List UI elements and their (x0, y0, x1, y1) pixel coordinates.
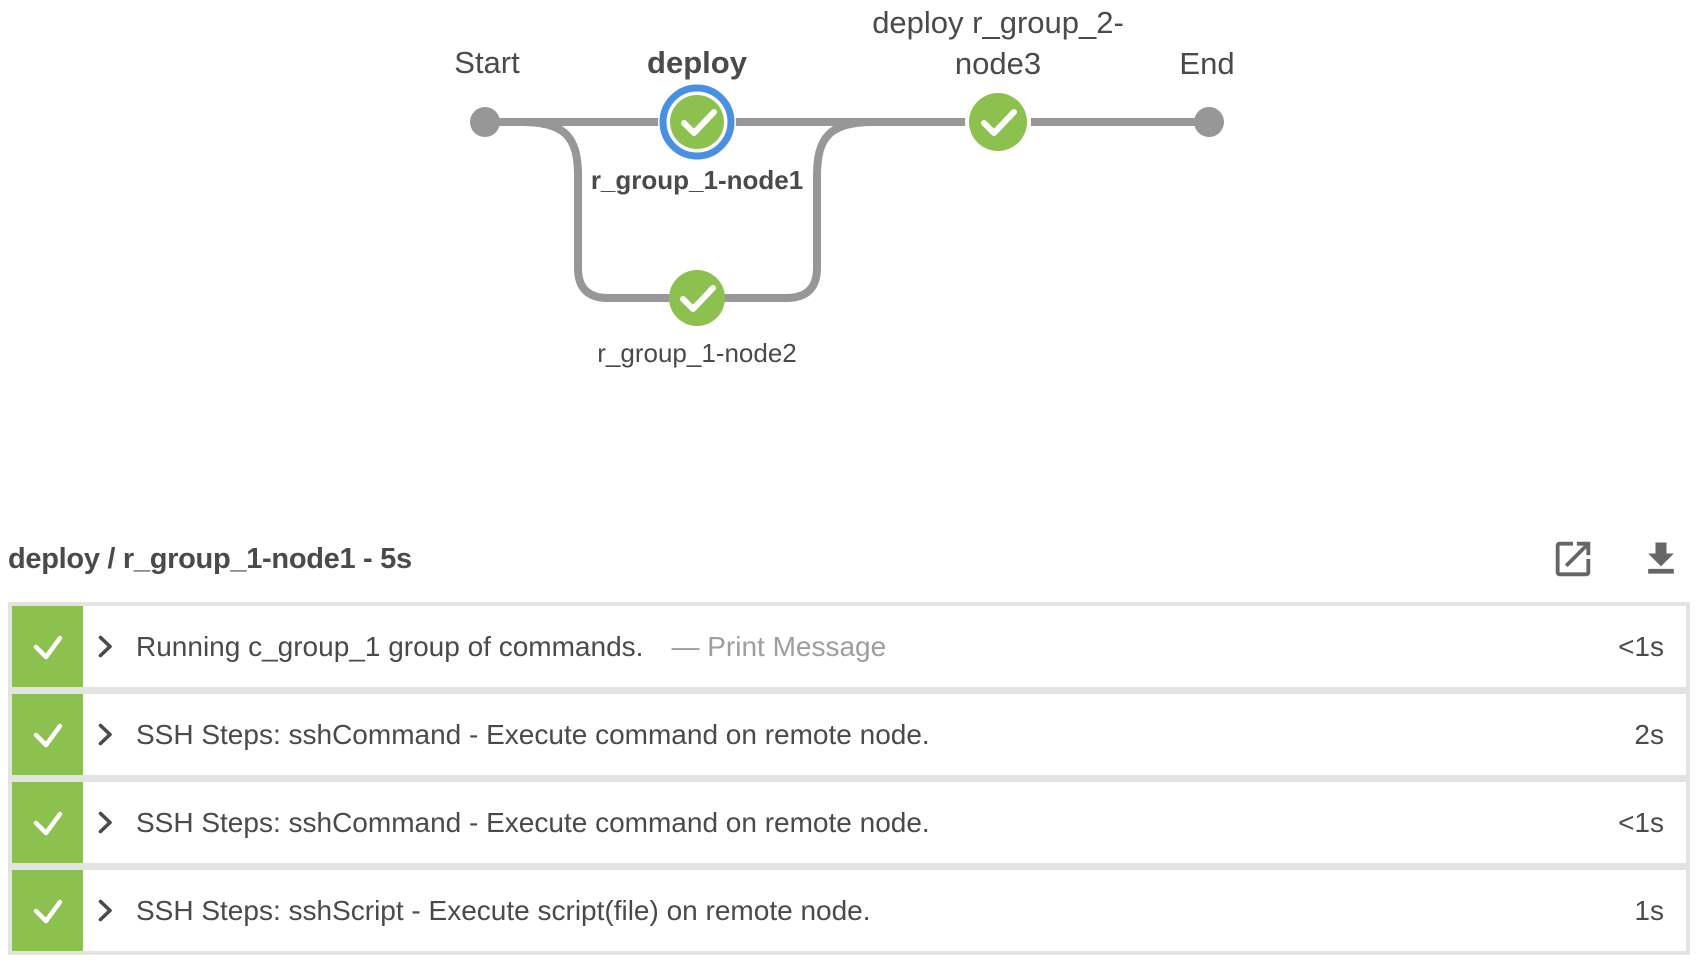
check-icon (33, 635, 62, 659)
deploy-stage-label: deploy (647, 45, 748, 80)
stage2-label-line1: deploy r_group_2- (872, 5, 1124, 40)
expand-chevron-icon[interactable] (96, 898, 114, 923)
check-icon (33, 723, 62, 747)
stage-node-r-group-1-node2[interactable] (669, 270, 725, 326)
log-toolbar (1550, 536, 1684, 582)
check-icon (33, 899, 62, 923)
branch2-label: r_group_1-node2 (597, 338, 797, 368)
check-icon (680, 285, 716, 312)
step-label: Running c_group_1 group of commands. (136, 630, 644, 662)
step-status-success (12, 606, 83, 687)
end-node-label: End (1179, 46, 1234, 81)
step-row[interactable]: SSH Steps: sshScript - Execute script(fi… (12, 863, 1686, 951)
stage-node-deploy-r-group-1-node1[interactable] (658, 83, 736, 161)
log-section-title: deploy / r_group_1-node1 - 5s (8, 543, 412, 575)
check-icon (33, 811, 62, 835)
success-node-circle (969, 93, 1027, 151)
step-row[interactable]: SSH Steps: sshCommand - Execute command … (12, 775, 1686, 863)
end-node-dot[interactable] (1194, 107, 1224, 137)
external-link-icon (1555, 541, 1591, 577)
step-status-success (12, 782, 83, 863)
success-node-circle (670, 95, 724, 149)
steps-list: Running c_group_1 group of commands. — P… (8, 602, 1690, 955)
step-duration: <1s (1618, 806, 1664, 838)
check-icon (681, 109, 717, 136)
check-icon (981, 109, 1017, 136)
stage2-label-line2: node3 (955, 46, 1041, 81)
step-row[interactable]: SSH Steps: sshCommand - Execute command … (12, 687, 1686, 775)
start-node-label: Start (454, 45, 520, 80)
step-row[interactable]: Running c_group_1 group of commands. — P… (12, 606, 1686, 687)
step-duration: <1s (1618, 630, 1664, 662)
step-status-success (12, 870, 83, 951)
step-duration: 1s (1634, 894, 1664, 926)
open-log-new-window-button[interactable] (1550, 536, 1596, 582)
expand-chevron-icon[interactable] (96, 634, 114, 659)
expand-chevron-icon[interactable] (96, 810, 114, 835)
step-body: SSH Steps: sshCommand - Execute command … (83, 782, 1686, 863)
step-label: SSH Steps: sshCommand - Execute command … (136, 718, 930, 750)
pipeline-graph: Start deploy deploy r_group_2- node3 End… (454, 5, 1234, 368)
step-label: SSH Steps: sshScript - Execute script(fi… (136, 894, 871, 926)
expand-chevron-icon[interactable] (96, 722, 114, 747)
branch1-label: r_group_1-node1 (591, 165, 803, 195)
step-body: SSH Steps: sshScript - Execute script(fi… (83, 870, 1686, 951)
stage-node-deploy-r-group-2-node3[interactable] (965, 89, 1031, 155)
success-node-circle (669, 270, 725, 326)
step-body: SSH Steps: sshCommand - Execute command … (83, 694, 1686, 775)
step-label: SSH Steps: sshCommand - Execute command … (136, 806, 930, 838)
step-annotation: — Print Message (671, 630, 887, 662)
step-body: Running c_group_1 group of commands. — P… (83, 606, 1686, 687)
start-node-dot[interactable] (470, 107, 500, 137)
step-duration: 2s (1634, 718, 1664, 750)
step-status-success (12, 694, 83, 775)
download-log-button[interactable] (1638, 536, 1684, 582)
download-icon (1648, 542, 1674, 574)
